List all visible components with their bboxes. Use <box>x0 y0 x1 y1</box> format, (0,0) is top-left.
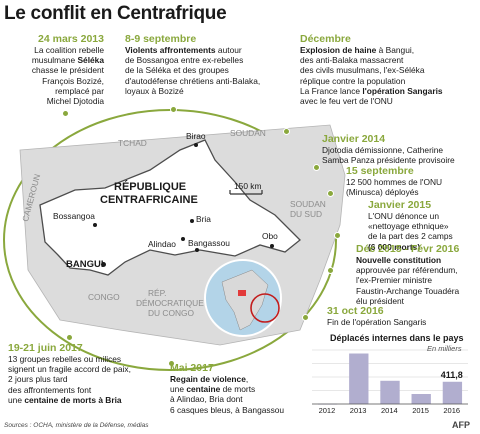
displaced-chart <box>312 349 468 405</box>
afp-logo: AFP <box>452 420 470 430</box>
chart-bar-2014 <box>380 380 400 404</box>
scale-label: 150 km <box>234 181 262 191</box>
chart-value-label: 411,8 <box>440 369 463 380</box>
globe-highlight <box>250 293 280 323</box>
timeline-dot <box>283 128 290 135</box>
event-2013-03: 24 mars 2013 La coalition rebelle musulm… <box>31 33 104 107</box>
chart-subtitle: En milliers <box>427 344 462 353</box>
timeline-dot <box>302 314 309 321</box>
city-dot <box>93 223 97 227</box>
timeline-dot <box>334 232 341 239</box>
event-2016-10: 31 oct 2016 Fin de l'opération Sangaris <box>327 305 427 327</box>
timeline-dot <box>170 106 177 113</box>
city-alindao: Alindao <box>148 239 176 249</box>
timeline-dot <box>313 164 320 171</box>
country-name-1: RÉPUBLIQUE <box>114 181 187 193</box>
chart-tick-label: 2015 <box>412 406 429 415</box>
event-2014-09: 15 septembre 12 500 hommes de l'ONU (Min… <box>346 165 443 198</box>
city-bossangoa: Bossangoa <box>53 211 95 221</box>
chart-bar-2015 <box>411 394 431 404</box>
city-obo: Obo <box>262 231 278 241</box>
timeline-dot <box>327 190 334 197</box>
city-birao: Birao <box>186 131 206 141</box>
page-title: Le conflit en Centrafrique <box>4 3 227 24</box>
capital-dot <box>101 262 106 267</box>
label-soudan: SOUDAN <box>230 128 266 138</box>
event-2014-01: Janvier 2014 Djotodia démissionne, Cathe… <box>322 133 455 166</box>
chart-bar-2016 <box>442 381 463 404</box>
event-2015-01: Janvier 2015 L'ONU dénonce un «nettoyage… <box>368 199 453 252</box>
chart-tick-label: 2012 <box>318 406 336 415</box>
city-dot <box>190 219 194 223</box>
globe-africa <box>221 269 269 331</box>
event-2013-09: 8-9 septembre Violents affrontements aut… <box>125 33 261 96</box>
city-bangassou: Bangassou <box>188 238 230 248</box>
timeline-dot <box>66 334 73 341</box>
city-dot <box>194 143 198 147</box>
car-territory <box>39 139 301 276</box>
city-bangui: BANGUI <box>66 259 104 270</box>
city-dot <box>270 244 274 248</box>
city-bria: Bria <box>196 214 211 224</box>
label-congo: CONGO <box>88 292 120 302</box>
timeline-dot <box>327 267 334 274</box>
event-2015-12: Déc 2015 - Févr 2016 Nouvelle constituti… <box>356 243 460 306</box>
event-2017-05: Mai 2017 Regain de violence, une centain… <box>170 362 285 415</box>
label-rdc-1: RÉP. <box>148 288 167 298</box>
label-soudan-sud-2: DU SUD <box>290 209 323 219</box>
city-dot <box>195 248 199 252</box>
chart-tick-label: 2014 <box>381 406 398 415</box>
timeline-dot <box>62 110 69 117</box>
chart-bar-2013 <box>349 353 369 404</box>
globe-marker <box>238 290 246 296</box>
label-rdc-3: DU CONGO <box>148 308 195 318</box>
city-dot <box>181 237 185 241</box>
chart-title: Déplacés internes dans le pays <box>330 333 464 343</box>
label-tchad: TCHAD <box>118 138 147 148</box>
chart-tick-label: 2016 <box>443 406 461 415</box>
event-2017-06: 19-21 juin 2017 13 groupes rebelles ou m… <box>8 342 131 405</box>
event-2013-12: Décembre Explosion de haine à Bangui, de… <box>300 33 443 107</box>
source-note: Sources : OCHA, ministère de la Défense,… <box>4 422 149 429</box>
label-rdc-2: DÉMOCRATIQUE <box>136 298 204 308</box>
timeline-dot <box>168 360 175 367</box>
chart-tick-label: 2013 <box>349 406 367 415</box>
country-name-2: CENTRAFRICAINE <box>100 194 198 206</box>
label-soudan-sud-1: SOUDAN <box>290 199 326 209</box>
